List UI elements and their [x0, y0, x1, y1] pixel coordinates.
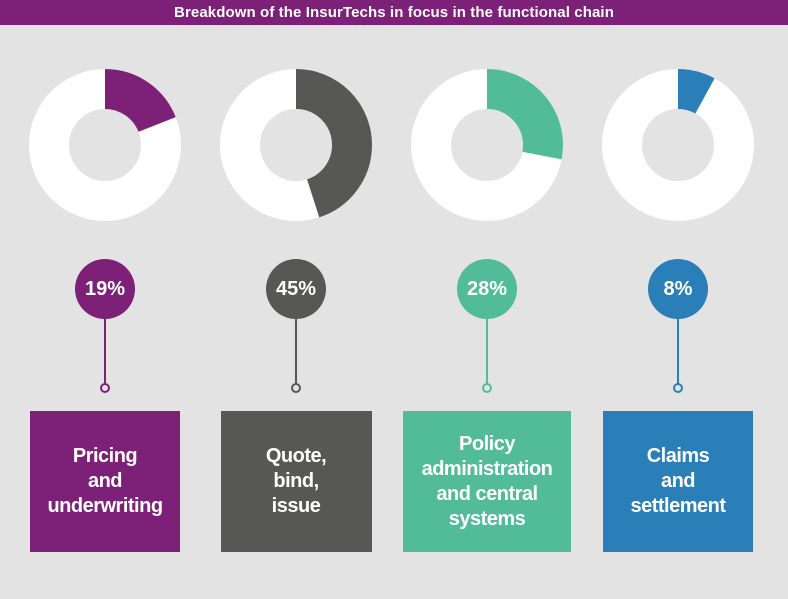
donut-chart	[602, 69, 754, 221]
percentage-label: 8%	[663, 277, 693, 300]
connector-dot	[482, 383, 492, 393]
percentage-label: 28%	[466, 277, 508, 300]
donut-chart	[29, 69, 181, 221]
connector-line	[677, 319, 679, 384]
percentage-label: 19%	[84, 277, 126, 300]
category-box: Claims and settlement	[603, 411, 753, 552]
connector-dot	[100, 383, 110, 393]
category-box: Pricing and underwriting	[30, 411, 180, 552]
category-label: Quote, bind, issue	[265, 445, 327, 517]
donut-segment	[29, 69, 181, 221]
category-box: Policy administration and central system…	[403, 411, 571, 552]
category-label: Policy administration and central system…	[421, 432, 553, 530]
connector-line	[104, 319, 106, 384]
donut-segment	[220, 69, 372, 221]
connector-dot	[673, 383, 683, 393]
category-column: 19% Pricing and underwriting	[10, 0, 200, 599]
percentage-badge: 19%	[75, 259, 135, 319]
category-column: 45% Quote, bind, issue	[201, 0, 391, 599]
percentage-label: 45%	[275, 277, 317, 300]
percentage-badge: 45%	[266, 259, 326, 319]
percentage-badge: 8%	[648, 259, 708, 319]
category-label: Pricing and underwriting	[47, 445, 163, 517]
percentage-badge: 28%	[457, 259, 517, 319]
category-column: 8% Claims and settlement	[583, 0, 773, 599]
donut-segment	[411, 69, 563, 221]
chart-title: Breakdown of the InsurTechs in focus in …	[174, 4, 614, 21]
connector-line	[486, 319, 488, 384]
donut-segment	[602, 69, 754, 221]
category-box: Quote, bind, issue	[220, 411, 372, 552]
category-label: Claims and settlement	[630, 445, 726, 517]
category-column: 28% Policy administration and central sy…	[392, 0, 582, 599]
title-bar: Breakdown of the InsurTechs in focus in …	[0, 0, 788, 25]
connector-line	[295, 319, 297, 384]
donut-chart	[220, 69, 372, 221]
connector-dot	[291, 383, 301, 393]
donut-chart	[411, 69, 563, 221]
